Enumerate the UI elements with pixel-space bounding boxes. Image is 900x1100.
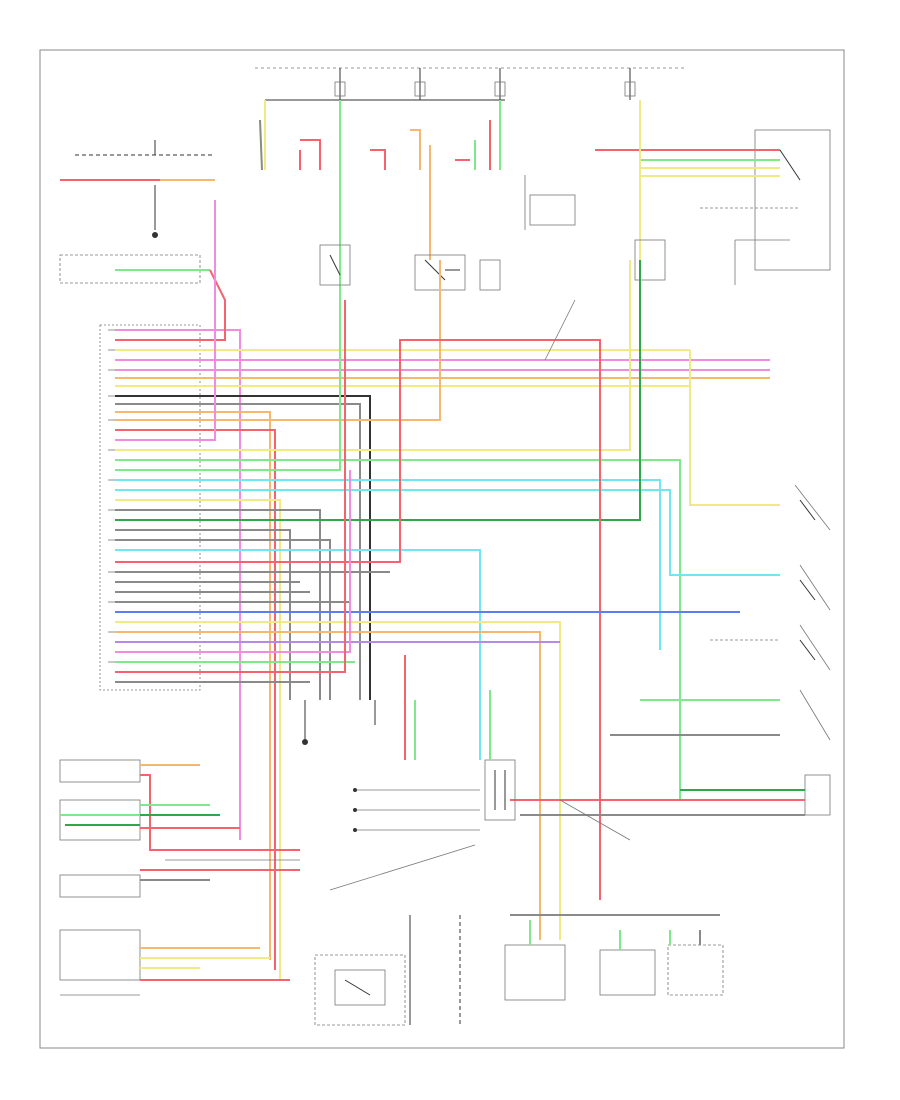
shift-solenoid-block <box>59 929 290 996</box>
turbine-speed-sensor <box>689 350 831 611</box>
pcm-harness <box>115 200 780 980</box>
tcc-solenoid <box>59 759 300 851</box>
transmission-range-sensor <box>329 655 516 891</box>
epc-solenoid <box>59 859 300 898</box>
vehicle-speed-sensor <box>510 774 831 816</box>
pcm-connector <box>99 324 201 691</box>
trans-range-relay <box>319 175 576 291</box>
bottom-connectors <box>314 914 724 1026</box>
ground-point <box>302 700 376 745</box>
output-shaft-speed-sensor <box>610 624 831 741</box>
fuse-block <box>255 67 685 101</box>
ignition-switch <box>59 140 215 284</box>
tcc-right-link <box>544 299 631 841</box>
diagram-border <box>39 49 845 1049</box>
pcm-pin-ticks <box>108 329 115 663</box>
brake-switch <box>259 100 501 300</box>
overdrive-switch <box>595 100 831 285</box>
